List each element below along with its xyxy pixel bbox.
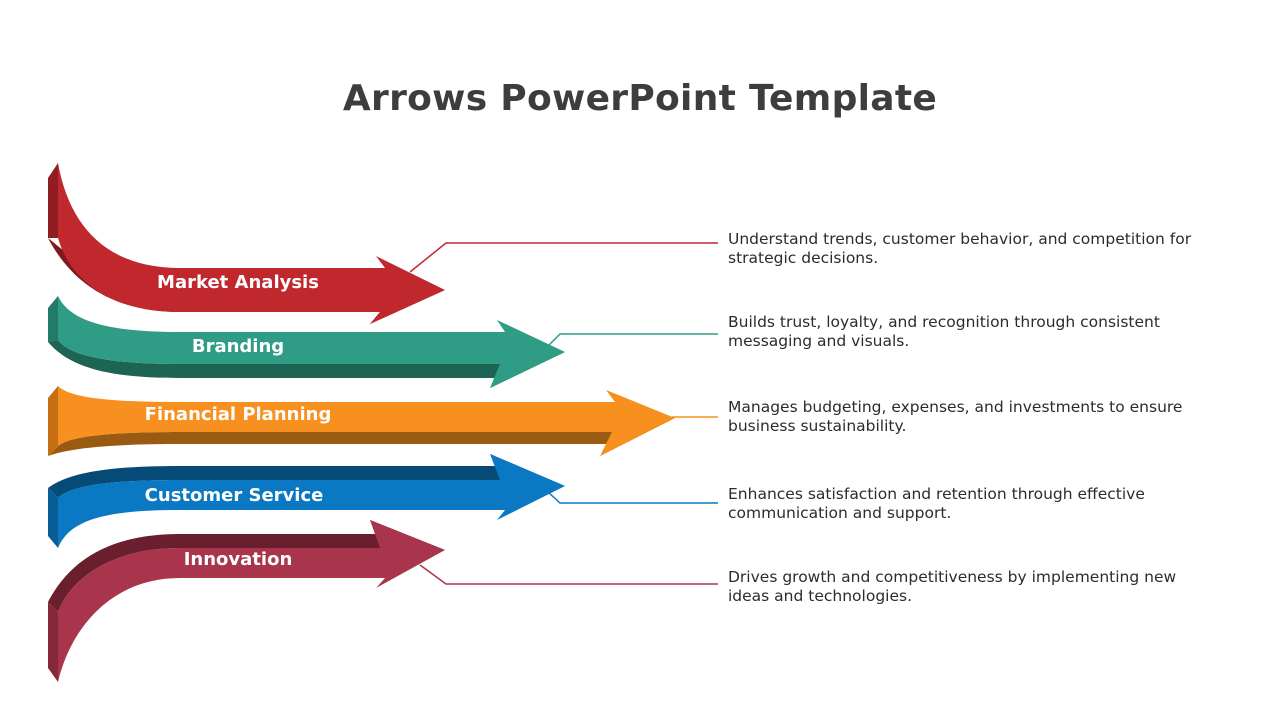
- description-market-analysis: Understand trends, customer behavior, an…: [728, 230, 1192, 267]
- arrow-customer-service: [48, 454, 565, 548]
- connector-innovation: [419, 564, 718, 585]
- description-financial-planning: Manages budgeting, expenses, and investm…: [728, 398, 1183, 435]
- description-innovation: Drives growth and competitiveness by imp…: [728, 568, 1177, 605]
- connector-market-analysis: [409, 242, 718, 273]
- arrow-financial-planning-body: [58, 386, 675, 456]
- arrow-market-analysis: [48, 163, 445, 324]
- arrow-market-analysis-body: [58, 163, 445, 324]
- page-title: Arrows PowerPoint Template: [342, 78, 938, 119]
- arrow-market-analysis-edge: [48, 163, 58, 238]
- arrow-branding: [48, 296, 565, 388]
- arrow-financial-planning-edge: [48, 386, 58, 456]
- label-market-analysis: Market Analysis: [157, 272, 319, 293]
- arrow-branding-body: [58, 296, 565, 388]
- arrow-financial-planning-shade: [48, 418, 675, 456]
- arrow-customer-service-body: [58, 454, 565, 548]
- arrow-innovation-body: [58, 520, 445, 682]
- description-branding: Builds trust, loyalty, and recognition t…: [728, 313, 1160, 350]
- label-financial-planning: Financial Planning: [144, 404, 332, 425]
- arrow-customer-service-shade: [48, 454, 565, 498]
- connector-customer-service: [547, 491, 718, 504]
- label-innovation: Innovation: [183, 549, 293, 570]
- connector-branding: [547, 333, 718, 347]
- label-customer-service: Customer Service: [144, 485, 324, 506]
- arrow-financial-planning: [48, 386, 675, 456]
- arrow-branding-edge: [48, 296, 58, 342]
- description-customer-service: Enhances satisfaction and retention thro…: [728, 485, 1145, 522]
- arrow-innovation-edge: [48, 602, 58, 682]
- label-branding: Branding: [191, 336, 285, 357]
- arrow-customer-service-edge: [48, 488, 58, 548]
- arrow-innovation: [48, 520, 445, 682]
- arrow-innovation-shade: [48, 520, 445, 612]
